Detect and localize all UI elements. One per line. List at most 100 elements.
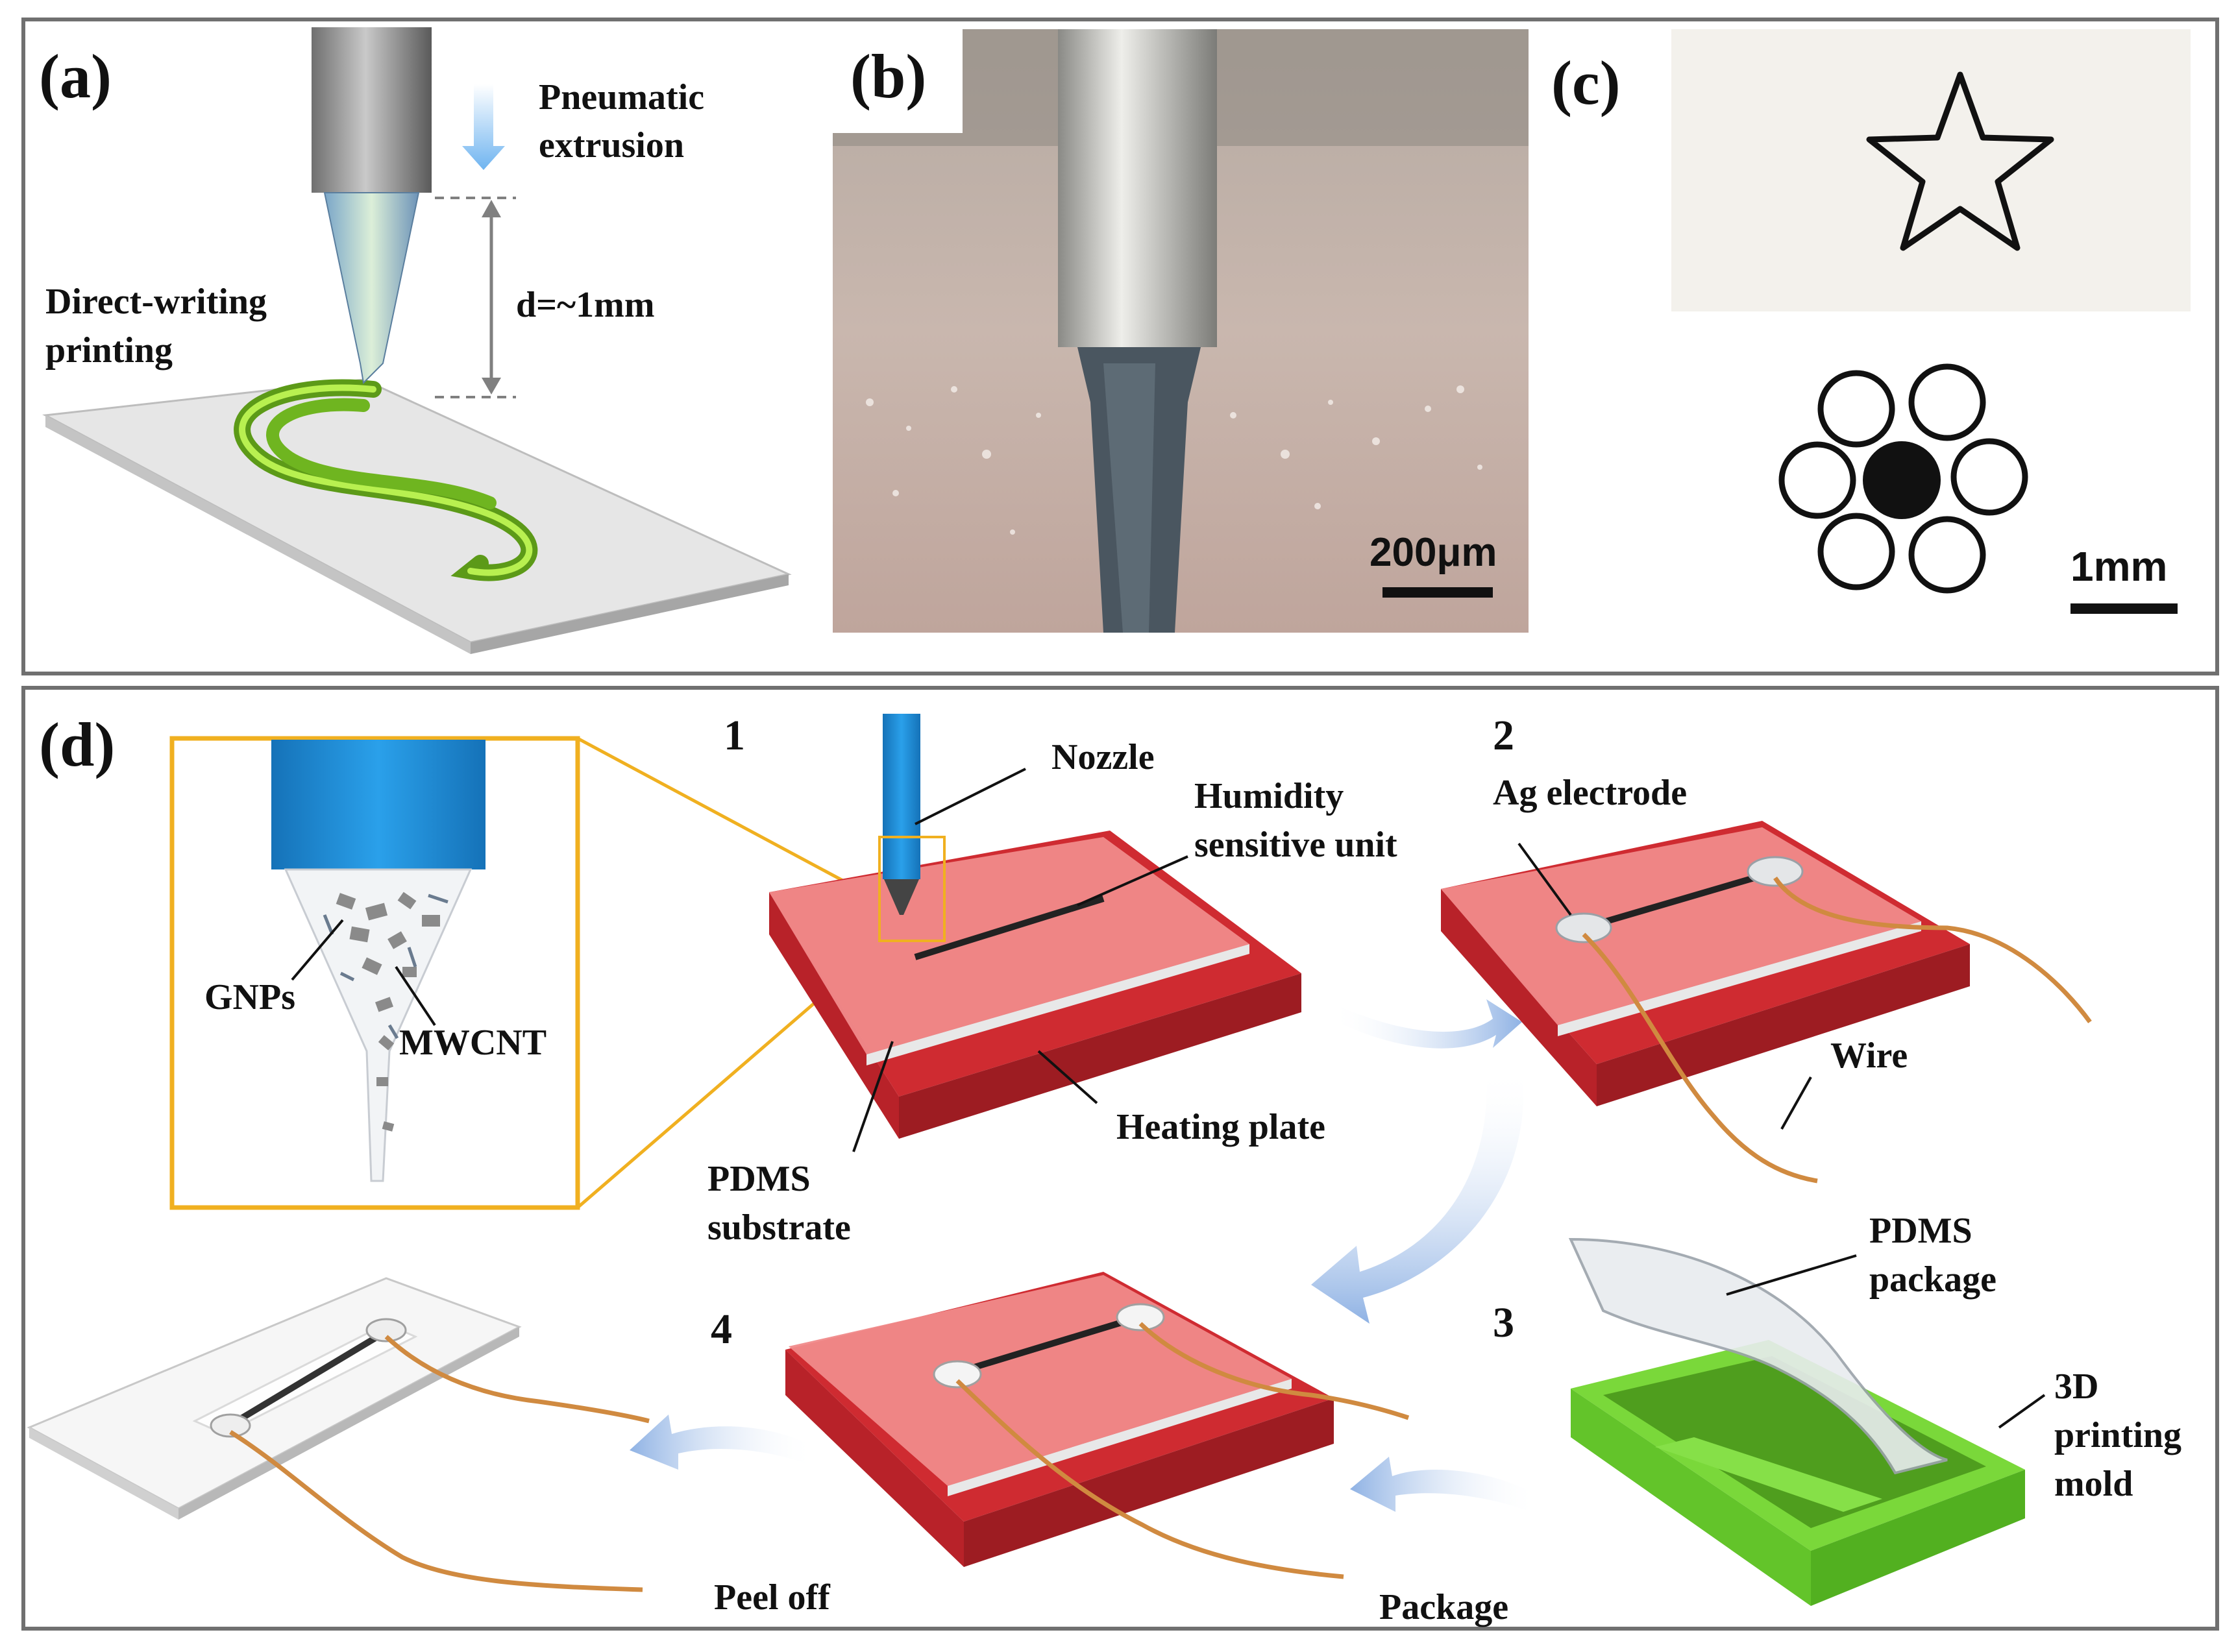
zoom-tubes — [323, 893, 448, 1039]
distance-arrow-head-up — [482, 200, 501, 217]
step1-pdms-substrate — [769, 837, 1249, 1054]
wire-pointer — [1780, 1076, 1812, 1130]
step1-pdms-edge — [866, 944, 1249, 1065]
arrow-step3-to-step4 — [1350, 1457, 1538, 1515]
printed-star — [1866, 71, 2054, 251]
panel-d-label: (d) — [39, 710, 115, 779]
step3-mold-ridge — [1655, 1437, 1882, 1512]
arrow-step2-to-step4 — [1311, 1067, 1524, 1324]
gnps-pointer — [291, 919, 344, 981]
step2-heating-plate-front — [1597, 944, 1970, 1106]
step2-ag-electrode-left — [1555, 912, 1612, 943]
pneumatic-label: Pneumatic — [539, 77, 704, 117]
heating-plate-label: Heating plate — [1116, 1107, 1325, 1147]
step4-pdms-substrate — [789, 1275, 1292, 1486]
panel-a-label: (a) — [39, 42, 112, 111]
step2-heating-plate-side — [1441, 889, 1597, 1106]
final-device-electrode-right — [365, 1318, 407, 1342]
extrusion-label: extrusion — [539, 125, 684, 165]
nozzle-label: Nozzle — [1051, 737, 1155, 777]
step2-sensing-line — [1582, 869, 1773, 931]
step3-mold-side — [1571, 1389, 1811, 1606]
step3-mold-cavity — [1603, 1356, 1986, 1528]
pdms-substrate-pointer — [852, 1041, 894, 1152]
panel-d: (d) GNPs MWCNT 1 — [27, 710, 2181, 1627]
step3-mold-front — [1811, 1470, 2025, 1606]
humidity-label-2: sensitive unit — [1194, 825, 1397, 865]
distance-arrow-head-down — [482, 378, 501, 395]
step1-nozzle-tip — [884, 879, 919, 915]
ag-electrode-pointer — [1517, 842, 1572, 916]
peel-off-label: Peel off — [714, 1577, 831, 1618]
step4-heating-plate-front — [964, 1398, 1334, 1567]
humidity-pointer — [1077, 855, 1188, 906]
pneumatic-arrow — [462, 84, 505, 170]
zoom-nozzle-cone — [284, 868, 473, 1182]
mold-label-1: 3D — [2054, 1367, 2098, 1407]
step4-number: 4 — [711, 1306, 732, 1353]
step2-pdms-edge — [1558, 921, 1921, 1036]
mold-label-2: printing — [2054, 1415, 2181, 1455]
top-panel-frame — [21, 18, 2219, 675]
distance-label: d=~1mm — [516, 285, 654, 325]
printed-flower — [1778, 363, 2028, 594]
arrow-step4-to-final — [630, 1415, 815, 1470]
panel-c: (c) 1mm — [1551, 29, 2191, 614]
substrate-edge — [471, 574, 789, 654]
step4-electrode-right — [1116, 1303, 1165, 1331]
step4-pdms-edge — [948, 1379, 1292, 1496]
pdms-substrate-label-2: substrate — [707, 1208, 851, 1248]
step3-number: 3 — [1493, 1299, 1514, 1346]
final-device-edge — [178, 1327, 519, 1520]
step1-sensing-line — [914, 895, 1105, 960]
step3-pdms-package — [1568, 1237, 1948, 1475]
mold-label-3: mold — [2054, 1464, 2133, 1504]
pdms-package-label-1: PDMS — [1869, 1211, 1972, 1251]
panel-b: (b) 200μm — [833, 29, 1529, 633]
step4-sensing-line — [956, 1314, 1140, 1376]
micrograph-needle — [1058, 29, 1217, 347]
humidity-label-1: Humidity — [1194, 776, 1344, 816]
step1-number: 1 — [724, 712, 745, 759]
printed-filament-highlight — [239, 384, 533, 576]
step2-number: 2 — [1493, 712, 1514, 759]
printed-filament-inner — [266, 398, 497, 509]
zoom-particles — [336, 892, 440, 1132]
step4-electrode-left — [933, 1360, 982, 1389]
final-device-wire-right — [384, 1335, 650, 1424]
mold-pointer — [1998, 1394, 2046, 1429]
arrow-step1-to-step2 — [1331, 999, 1522, 1049]
heating-plate-pointer — [1037, 1050, 1098, 1104]
step4-wire-right — [1138, 1322, 1410, 1420]
step1-nozzle-body — [883, 714, 920, 879]
package-label: Package — [1379, 1587, 1508, 1627]
step2-wire-left — [1582, 932, 1818, 1184]
panel-a: (a) Pneumatic extrusion d=~1mm Direct-wr… — [39, 27, 792, 654]
pdms-package-pointer — [1726, 1254, 1857, 1296]
pdms-package-label-2: package — [1869, 1259, 1996, 1300]
substrate-speckles — [866, 385, 1482, 535]
micrograph-ink-highlight — [1103, 363, 1155, 633]
mwcnt-label: MWCNT — [399, 1023, 547, 1063]
panel-c-scale-bar — [2070, 603, 2178, 614]
step4-wire-left — [955, 1379, 1344, 1579]
wire-label: Wire — [1830, 1036, 1908, 1076]
final-device-wire-left — [229, 1430, 643, 1592]
nozzle-cylinder — [312, 27, 432, 193]
panel-c-scale-label: 1mm — [2070, 543, 2167, 590]
final-device-sensing-line — [235, 1330, 385, 1424]
bottom-panel-frame — [21, 686, 2219, 1631]
gnps-label: GNPs — [204, 977, 295, 1017]
panel-b-label-bg — [833, 29, 963, 133]
substrate-side — [45, 415, 471, 654]
step1-zoom-box — [878, 836, 946, 942]
panel-c-label: (c) — [1551, 48, 1621, 117]
mwcnt-pointer — [395, 966, 436, 1026]
panel-b-label: (b) — [850, 42, 926, 111]
step1-heating-plate-front — [899, 973, 1301, 1139]
panel-b-scale-label: 200μm — [1370, 530, 1497, 575]
step1-heating-plate-side — [769, 892, 899, 1139]
printed-flower-center — [1863, 441, 1941, 519]
zoom-nozzle-body — [271, 740, 485, 869]
